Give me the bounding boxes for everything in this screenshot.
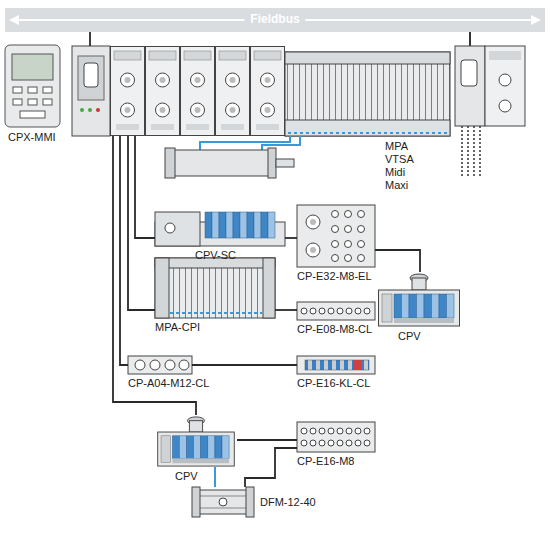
device-label: CPV bbox=[398, 330, 421, 343]
device-label: CP-E16-KL-CL bbox=[297, 377, 370, 390]
pneumatic-cylinder bbox=[165, 136, 300, 178]
device-label: CP-E16-M8 bbox=[297, 455, 354, 468]
device-label: CP-E32-M8-EL bbox=[297, 270, 372, 283]
bus-drop-line bbox=[469, 32, 471, 46]
cable-connector bbox=[135, 136, 155, 238]
valve-terminal-art bbox=[155, 212, 285, 246]
io-module-art bbox=[297, 205, 375, 267]
drive-cylinder: DFM-12-40 bbox=[192, 487, 254, 517]
io-module: CP-A04-M12-CL bbox=[128, 356, 192, 374]
device-label: CPV-SC bbox=[195, 249, 236, 262]
device-label: Fieldbus bbox=[244, 13, 305, 26]
cable-connector bbox=[113, 136, 196, 415]
cable-connector bbox=[128, 136, 155, 310]
device-label: DFM-12-40 bbox=[260, 496, 316, 509]
fieldbus-band bbox=[5, 8, 545, 32]
valve-terminal-art bbox=[158, 417, 235, 466]
cpx-valve-terminal: MPA VTSA Midi Maxi bbox=[72, 46, 450, 136]
cpx-terminal-remote bbox=[455, 46, 525, 126]
io-module-art bbox=[128, 356, 192, 374]
io-module: CP-E16-KL-CL bbox=[297, 356, 375, 374]
handheld-unit bbox=[5, 45, 60, 127]
valve-terminal-art bbox=[155, 258, 275, 318]
cable-connector bbox=[275, 309, 297, 311]
device-label: MPA-CPI bbox=[155, 321, 200, 334]
device-label: CP-E08-M8-CL bbox=[297, 323, 372, 336]
cable-connector bbox=[192, 364, 297, 366]
valve-terminal: CPV-SC bbox=[155, 208, 285, 246]
cable-connector bbox=[375, 250, 420, 272]
cable-connector bbox=[89, 32, 91, 46]
device-label: CP-A04-M12-CL bbox=[128, 377, 209, 390]
operator-unit: CPX-MMI bbox=[5, 45, 60, 127]
cpx-terminal bbox=[72, 46, 450, 136]
io-module-art bbox=[297, 356, 375, 374]
signal-wires bbox=[462, 126, 480, 176]
device-label: CPX-MMI bbox=[8, 131, 56, 144]
io-module: CP-E16-M8 bbox=[297, 422, 375, 452]
valve-terminal: CPV bbox=[378, 272, 460, 327]
cable-connector bbox=[285, 237, 297, 239]
guided-cylinder-art bbox=[192, 487, 254, 517]
valve-terminal-art bbox=[379, 274, 460, 326]
cable-connector bbox=[120, 136, 128, 365]
device-label: CPV bbox=[175, 470, 198, 483]
valve-terminal: MPA-CPI bbox=[155, 258, 275, 318]
io-module: CP-E08-M8-CL bbox=[297, 302, 375, 320]
io-module-art bbox=[297, 422, 375, 452]
pneumatic-tube bbox=[214, 467, 216, 487]
io-module: CP-E32-M8-EL bbox=[297, 205, 375, 267]
cable-connector bbox=[237, 439, 297, 441]
cable-connector bbox=[245, 448, 297, 487]
io-module-art bbox=[297, 302, 375, 320]
device-label: MPA VTSA Midi Maxi bbox=[385, 140, 425, 192]
valve-terminal: CPV bbox=[155, 415, 237, 467]
fieldbus-band: Fieldbus bbox=[5, 8, 545, 32]
